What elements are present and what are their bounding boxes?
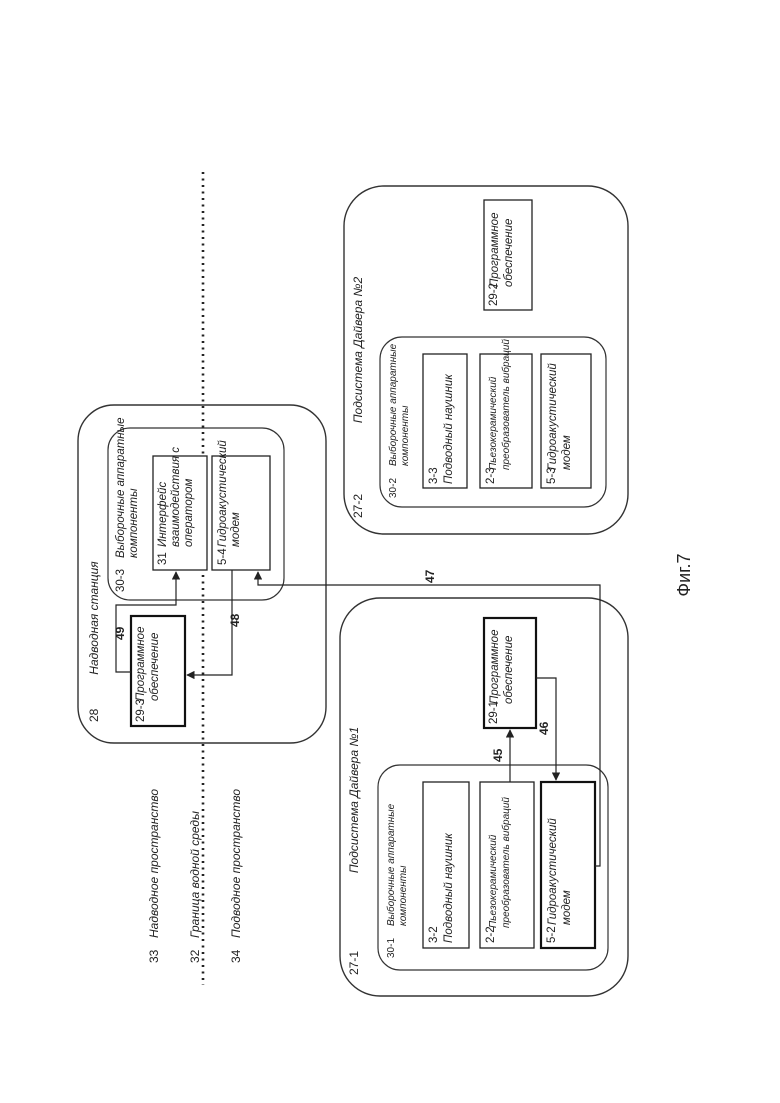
- hardware-group-30-2-title-line-1: Выборочные аппаратные: [387, 343, 399, 466]
- software-29-2-label-line-1: Программное: [489, 213, 501, 287]
- hardware-group-30-2-title-line-2: компоненты: [400, 405, 411, 466]
- operator-interface-label-line-3: оператором: [183, 478, 195, 547]
- diver-2-subsystem: 27-2 Подсистема Дайвера №2 30-2 Выборочн…: [344, 186, 628, 534]
- hardware-group-30-3-id: 30-3: [115, 569, 127, 592]
- headphone-3-2-id: 3-2: [428, 926, 440, 943]
- hardware-group-30-1-id: 30-1: [386, 938, 397, 958]
- software-29-3-label-line-1: Программное: [135, 627, 147, 701]
- modem-5-4-id: 5-4: [217, 548, 229, 565]
- diver-1-title: Подсистема Дайвера №1: [347, 727, 361, 873]
- legend-label-33: Надводное пространство: [147, 789, 161, 938]
- connection-47-label: 47: [423, 569, 437, 583]
- legend-id-33: 33: [147, 949, 161, 963]
- modem-5-2-label-line-1: Гидроакустический: [547, 818, 559, 925]
- transducer-2-2-label-line-2: преобразователь вибраций: [500, 797, 512, 928]
- modem-5-2-id: 5-2: [546, 926, 558, 943]
- hardware-group-30-1-title-line-2: компоненты: [398, 865, 409, 926]
- legend-id-34: 34: [229, 949, 243, 963]
- legend-label-34: Подводное пространство: [229, 789, 243, 938]
- legend-label-32: Граница водной среды: [188, 811, 202, 938]
- connection-46-label: 46: [537, 721, 551, 735]
- software-29-3-label-line-2: обеспечение: [149, 633, 161, 701]
- figure-caption: Фиг.7: [674, 553, 694, 596]
- diver-2-title: Подсистема Дайвера №2: [351, 277, 365, 424]
- connection-45: 45: [491, 730, 510, 782]
- headphone-3-3-label: Подводный наушник: [443, 374, 455, 484]
- connection-49-label: 49: [113, 626, 127, 640]
- diver-1-subsystem: 27-1 Подсистема Дайвера №1 30-1 Выборочн…: [340, 598, 628, 996]
- diver-1-id: 27-1: [347, 951, 361, 975]
- diver-2-id: 27-2: [351, 494, 365, 518]
- transducer-2-3-label-line-1: Пьезокерамический: [488, 376, 499, 470]
- legend: 33 Надводное пространство 32 Граница вод…: [147, 789, 243, 963]
- software-29-1-label-line-1: Программное: [489, 630, 501, 704]
- connection-48: 48: [187, 570, 242, 675]
- hardware-group-30-1-title: Выборочные аппаратные компоненты: [385, 801, 409, 926]
- connection-48-label: 48: [228, 613, 242, 627]
- transducer-2-3-label-line-2: преобразователь вибраций: [500, 339, 512, 470]
- connection-48-line: [187, 570, 232, 675]
- headphone-3-2-label: Подводный наушник: [443, 833, 455, 943]
- connection-45-label: 45: [491, 748, 505, 762]
- legend-id-32: 32: [188, 949, 202, 963]
- transducer-2-2-label-line-1: Пьезокерамический: [488, 834, 499, 928]
- software-29-2-label-line-2: обеспечение: [503, 219, 515, 287]
- hardware-group-30-2-title: Выборочные аппаратные компоненты: [387, 341, 411, 466]
- operator-interface-id: 31: [157, 552, 169, 565]
- modem-5-3-label-line-2: модем: [561, 435, 573, 470]
- modem-5-4-label-line-2: модем: [230, 512, 242, 547]
- operator-interface-label-line-2: взаимодействия с: [170, 447, 182, 547]
- modem-5-4-label-line-1: Гидроакустический: [217, 440, 229, 547]
- software-29-1-label-line-2: обеспечение: [503, 636, 515, 704]
- software-29-3-id: 29-3: [135, 699, 147, 722]
- hardware-group-30-2-id: 30-2: [388, 478, 399, 498]
- operator-interface-label-line-1: Интерфейс: [157, 482, 169, 547]
- surface-station-title: Надводная станция: [87, 561, 101, 675]
- surface-station-id: 28: [87, 708, 101, 722]
- modem-5-2-label-line-2: модем: [561, 890, 573, 925]
- hardware-group-30-3-title: Выборочные аппаратные компоненты: [115, 414, 140, 558]
- hardware-group-30-3-title-line-2: компоненты: [128, 488, 140, 558]
- hardware-group-30-3-title-line-1: Выборочные аппаратные: [115, 418, 127, 558]
- hardware-group-30-1-title-line-1: Выборочные аппаратные: [385, 803, 397, 926]
- headphone-3-3-id: 3-3: [428, 467, 440, 484]
- modem-5-3-label-line-1: Гидроакустический: [547, 363, 559, 470]
